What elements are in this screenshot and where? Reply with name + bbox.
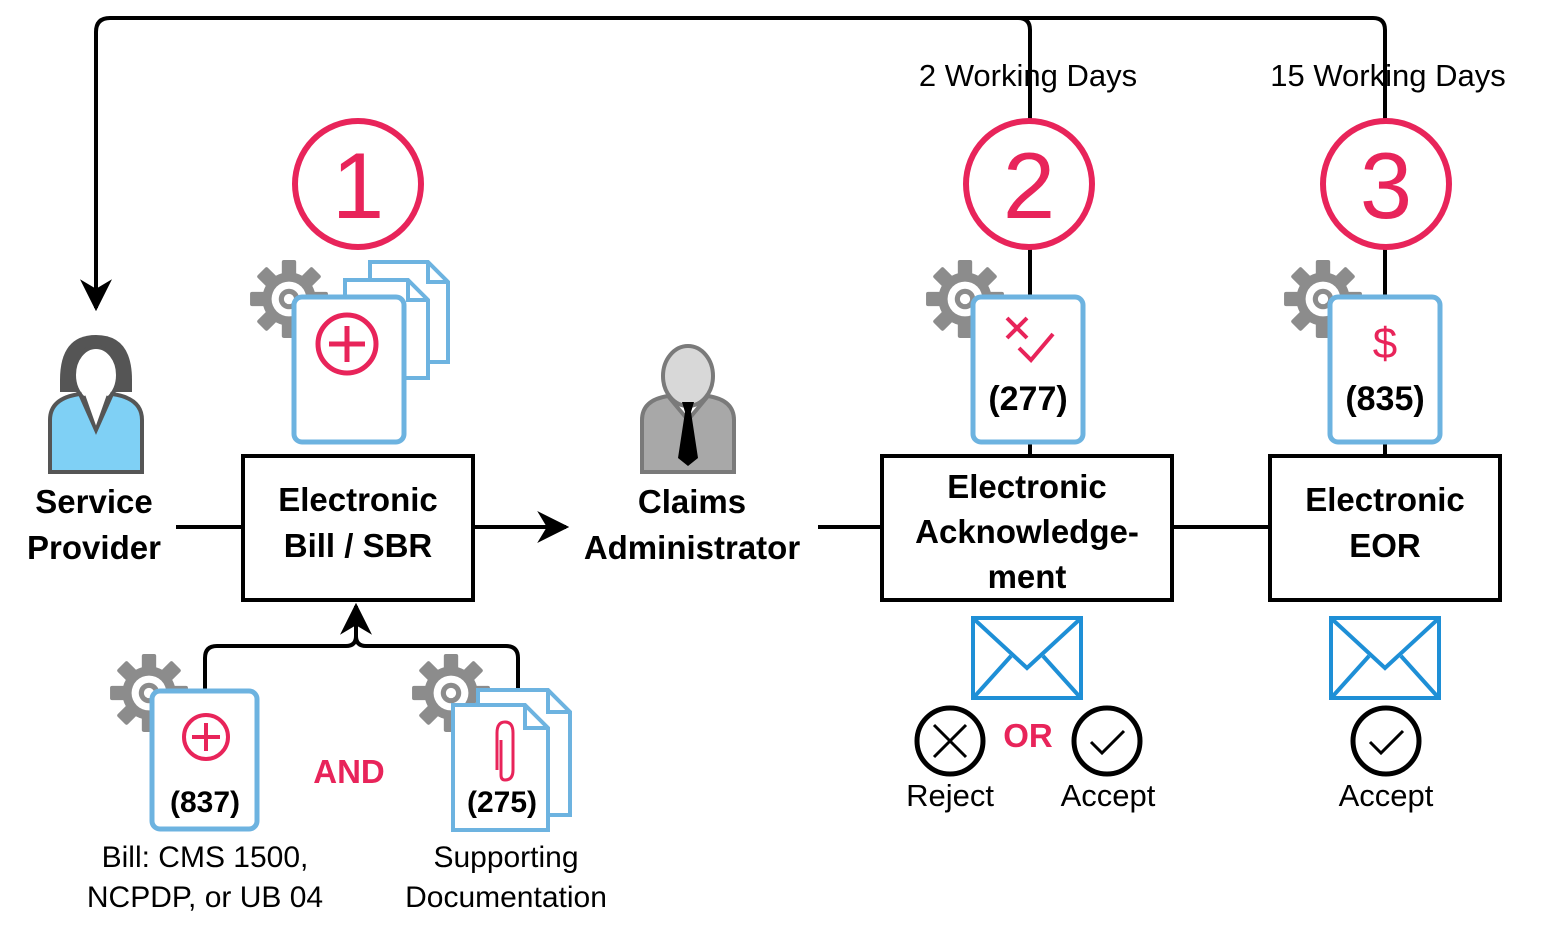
- bill-description-line1: Bill: CMS 1500,: [102, 841, 309, 874]
- merge-arrow: [203, 602, 372, 690]
- paperclip-icon: [495, 720, 515, 782]
- svg-text:ment: ment: [988, 558, 1067, 595]
- step-3-badge: 3: [1320, 118, 1452, 250]
- return-loop-arrow: [80, 16, 1032, 312]
- step-1-badge: 1: [292, 118, 424, 250]
- check-circle-icon: [1071, 705, 1143, 777]
- claims-administrator-label-line1: Claims: [638, 483, 746, 520]
- ack-code-label: (277): [988, 380, 1067, 418]
- envelope-icon: [1329, 616, 1441, 700]
- svg-text:2: 2: [1003, 133, 1055, 238]
- claims-administrator-person-icon: [640, 344, 736, 474]
- step-2-badge: 2: [963, 118, 1095, 250]
- timing-2-days: 2 Working Days: [919, 58, 1137, 93]
- eor-code-label: (835): [1345, 380, 1424, 418]
- svg-text:EOR: EOR: [1349, 527, 1421, 564]
- and-label: AND: [313, 753, 385, 790]
- eor-document-icon: [1327, 294, 1443, 445]
- support-code-label: (275): [467, 786, 537, 819]
- service-provider-label-line2: Provider: [27, 529, 161, 566]
- reject-label: Reject: [906, 778, 994, 813]
- svg-text:3: 3: [1360, 133, 1412, 238]
- svg-text:1: 1: [332, 133, 384, 238]
- claims-administrator-label-line2: Administrator: [584, 529, 801, 566]
- svg-text:Bill / SBR: Bill / SBR: [284, 527, 433, 564]
- bill-code-label: (837): [170, 786, 240, 819]
- accept-ack-label: Accept: [1061, 778, 1156, 813]
- svg-text:Electronic: Electronic: [947, 468, 1107, 505]
- connectors: [80, 16, 1387, 690]
- acknowledgement-document-icon: [970, 294, 1086, 445]
- bill-837-document-icon: [149, 688, 260, 832]
- svg-text:Electronic: Electronic: [1305, 481, 1465, 518]
- service-provider-label-line1: Service: [35, 483, 152, 520]
- or-label: OR: [1003, 717, 1053, 754]
- service-provider-person-icon: [48, 335, 144, 474]
- bill-document-stack-icon: [291, 260, 450, 445]
- svg-text:Electronic: Electronic: [278, 481, 438, 518]
- electronic-eor-box: Electronic EOR: [1268, 454, 1502, 602]
- electronic-bill-box: Electronic Bill / SBR: [241, 454, 475, 602]
- check-circle-icon: [1350, 705, 1422, 777]
- accept-eor-label: Accept: [1339, 778, 1434, 813]
- timing-15-days: 15 Working Days: [1270, 58, 1505, 93]
- envelope-icon: [971, 616, 1083, 700]
- return-loop-eor: [720, 16, 1387, 108]
- support-description-line2: Documentation: [405, 881, 607, 914]
- svg-text:Acknowledge-: Acknowledge-: [915, 513, 1139, 550]
- support-description-line1: Supporting: [433, 841, 578, 874]
- bill-description-line2: NCPDP, or UB 04: [87, 881, 323, 914]
- x-circle-icon: [914, 705, 986, 777]
- electronic-acknowledgement-box: Electronic Acknowledge- ment: [880, 454, 1174, 602]
- dollar-icon: $: [1373, 319, 1397, 368]
